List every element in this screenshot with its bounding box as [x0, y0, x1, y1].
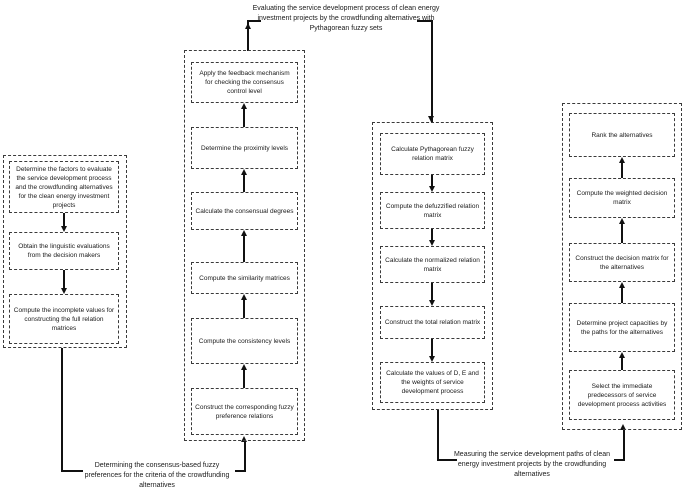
- flow-arrow-down: [428, 339, 435, 362]
- flow-arrow-up: [618, 218, 625, 243]
- stage-group-column-3: [372, 122, 493, 410]
- connector-col1-exit: [61, 348, 83, 472]
- flow-arrow-up: [240, 364, 247, 388]
- flow-arrow-up: [618, 282, 625, 303]
- connector-top-left: [247, 20, 261, 51]
- box-proximity-levels: Determine the proximity levels: [191, 127, 298, 169]
- box-feedback-mechanism: Apply the feedback mechanism for checkin…: [191, 62, 298, 103]
- box-immediate-predecessors: Select the immediate predecessors of ser…: [569, 370, 675, 420]
- top-stage-label: Evaluating the service development proce…: [252, 5, 440, 32]
- stage-group-column-4: [562, 103, 682, 430]
- bottom-left-stage-label: Determining the consensus-based fuzzy pr…: [84, 462, 230, 489]
- stage-group-column-1: [3, 155, 127, 348]
- flow-arrow-up: [240, 294, 247, 318]
- arrowhead-up-icon: [620, 424, 626, 430]
- flow-arrow-down: [60, 213, 67, 232]
- box-defuzzified-matrix: Compute the defuzzified relation matrix: [380, 192, 485, 229]
- stage-group-column-2: [184, 50, 305, 441]
- flow-arrow-down: [428, 229, 435, 246]
- box-total-relation-matrix: Construct the total relation matrix: [380, 306, 485, 339]
- box-consensual-degrees: Calculate the consensual degrees: [191, 192, 298, 230]
- connector-bottom-right: [614, 430, 625, 461]
- arrowhead-down-icon: [428, 116, 434, 122]
- flow-arrow-up: [618, 157, 625, 178]
- box-d-e-weights: Calculate the values of D, E and the wei…: [380, 362, 485, 403]
- box-determine-factors: Determine the factors to evaluate the se…: [9, 161, 119, 213]
- box-rank-alternatives: Rank the alternatives: [569, 113, 675, 157]
- flow-arrow-down: [428, 175, 435, 192]
- box-weighted-decision-matrix: Compute the weighted decision matrix: [569, 178, 675, 218]
- arrowhead-up-icon: [241, 436, 247, 442]
- box-normalized-matrix: Calculate the normalized relation matrix: [380, 246, 485, 283]
- flow-arrow-up: [618, 352, 625, 370]
- flow-arrow-up: [240, 230, 247, 262]
- connector-col3-exit: [437, 410, 457, 461]
- connector-bottom-left: [235, 441, 246, 472]
- connector-top-right: [417, 20, 433, 123]
- box-similarity-matrices: Compute the similarity matrices: [191, 262, 298, 294]
- flow-arrow-down: [60, 270, 67, 294]
- box-consistency-levels: Compute the consistency levels: [191, 318, 298, 364]
- box-fuzzy-preference-relations: Construct the corresponding fuzzy prefer…: [191, 388, 298, 435]
- box-project-capacities: Determine project capacities by the path…: [569, 303, 675, 352]
- flow-arrow-up: [240, 103, 247, 127]
- flow-arrow-up: [240, 169, 247, 192]
- box-compute-incomplete-values: Compute the incomplete values for constr…: [9, 294, 119, 344]
- box-decision-matrix: Construct the decision matrix for the al…: [569, 243, 675, 282]
- bottom-right-stage-label: Measuring the service development paths …: [453, 451, 611, 478]
- box-pythagorean-fuzzy-matrix: Calculate Pythagorean fuzzy relation mat…: [380, 133, 485, 175]
- flow-arrow-down: [428, 283, 435, 306]
- box-obtain-linguistic-evaluations: Obtain the linguistic evaluations from t…: [9, 232, 119, 270]
- arrowhead-up-icon: [245, 23, 251, 29]
